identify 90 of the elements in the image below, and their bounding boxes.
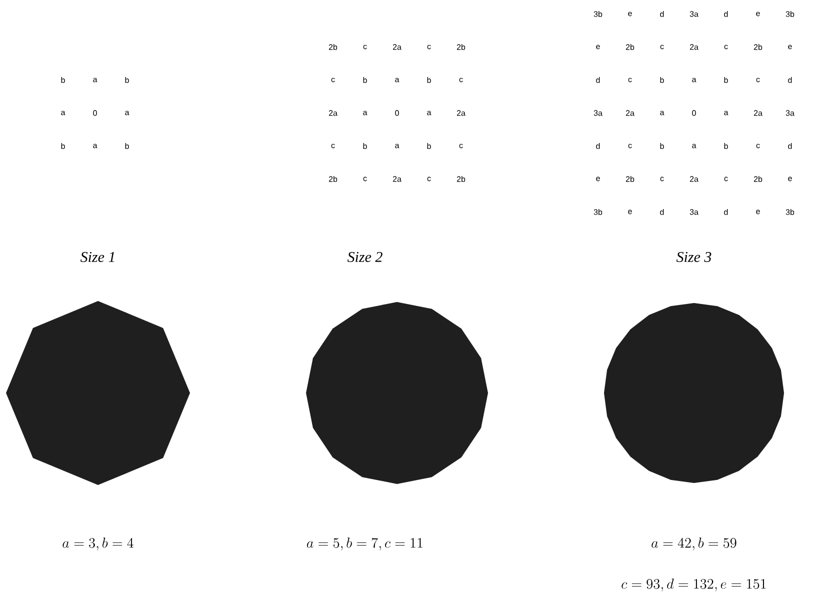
grid-label: e	[756, 12, 760, 16]
grid-label: a	[660, 110, 664, 116]
grid-label: a	[395, 78, 400, 82]
grid-label: d	[724, 209, 728, 215]
grid-label: a	[395, 144, 400, 148]
grid-label: 0	[93, 110, 97, 116]
grid-label: d	[788, 77, 792, 83]
grid-label: b	[363, 77, 367, 83]
formula: $a = 42, b = 59$	[652, 538, 736, 550]
grid-label: e	[628, 210, 632, 214]
grid-label: 2a	[392, 44, 402, 50]
grid-label: c	[660, 44, 664, 50]
grid-label: 3a	[690, 209, 698, 215]
grid-label: c	[724, 176, 728, 182]
grid-label: e	[628, 12, 632, 16]
grid-label: 0	[692, 110, 696, 116]
grid-label: c	[363, 176, 367, 182]
grid-label: c	[628, 144, 632, 148]
grid-label: 3a	[786, 110, 794, 116]
grid-label: c	[331, 144, 335, 148]
grid-label: c	[756, 78, 760, 82]
polygon	[6, 301, 190, 485]
grid-label: c	[628, 78, 632, 82]
formula: $a = 5, b = 7, c = 11$	[307, 538, 422, 550]
formula: $c = 93, d = 132, e = 151$	[622, 578, 766, 592]
grid-label: b	[125, 143, 129, 149]
grid-label: 2a	[328, 110, 338, 116]
grid-label: a	[363, 110, 368, 116]
grid-label: 2b	[754, 176, 762, 182]
grid-label: e	[788, 44, 792, 50]
grid-label: c	[427, 176, 431, 182]
grid-label: b	[363, 143, 367, 149]
grid-label: b	[125, 77, 129, 83]
grid-label: a	[93, 144, 98, 148]
grid-label: b	[660, 77, 664, 83]
grid-label: c	[724, 44, 728, 50]
grid-label: c	[660, 176, 664, 182]
grid-label: 2b	[754, 44, 762, 50]
grid-label: 3b	[594, 209, 602, 215]
grid-label: b	[660, 143, 664, 149]
grid-label: 2b	[626, 176, 634, 182]
grid-label: 2b	[456, 176, 466, 182]
grid-label: c	[331, 78, 335, 82]
grid-label: e	[596, 176, 600, 182]
grid-label: d	[660, 11, 664, 17]
grid-label: b	[61, 143, 65, 149]
formula: $a = 3, b = 4$	[62, 538, 134, 550]
grid-label: 2b	[328, 176, 338, 182]
grid-label: a	[427, 110, 432, 116]
grid-label: a	[692, 78, 696, 82]
grid-label: 2a	[690, 44, 698, 50]
grid-label: 2a	[456, 110, 466, 116]
grid-label: 2b	[456, 44, 466, 50]
grid-label: 2b	[626, 44, 634, 50]
grid-label: d	[596, 77, 600, 83]
grid-label: 3a	[594, 110, 602, 116]
grid-label: 2a	[626, 110, 634, 116]
grid-label: d	[788, 143, 792, 149]
grid-label: c	[756, 144, 760, 148]
grid-label: c	[363, 44, 367, 50]
grid-label: b	[427, 77, 431, 83]
grid-label: 3b	[786, 11, 794, 17]
grid-label: e	[756, 210, 760, 214]
grid-label: a	[125, 110, 130, 116]
grid-label: 2a	[754, 110, 762, 116]
grid-label: a	[692, 144, 696, 148]
grid-label: d	[724, 11, 728, 17]
grid-label: a	[61, 110, 66, 116]
grid-label: 2a	[690, 176, 698, 182]
grid-label: a	[724, 110, 728, 116]
grid-label: 3b	[594, 11, 602, 17]
grid-label: b	[61, 77, 65, 83]
grid-label: b	[724, 143, 728, 149]
grid-label: a	[93, 78, 98, 82]
polygon	[306, 302, 488, 484]
grid-label: e	[596, 44, 600, 50]
polygon	[604, 303, 784, 483]
grid-label: 2a	[392, 176, 402, 182]
grid-label: e	[788, 176, 792, 182]
grid-label: 2b	[328, 44, 338, 50]
grid-label: d	[596, 143, 600, 149]
grid-label: b	[724, 77, 728, 83]
grid-label: d	[660, 209, 664, 215]
grid-label: c	[427, 44, 431, 50]
grid-label: 0	[395, 110, 399, 116]
grid-label: 3b	[786, 209, 794, 215]
grid-label: c	[459, 144, 463, 148]
grid-label: 3a	[690, 11, 698, 17]
grid-label: b	[427, 143, 431, 149]
grid-label: c	[459, 78, 463, 82]
